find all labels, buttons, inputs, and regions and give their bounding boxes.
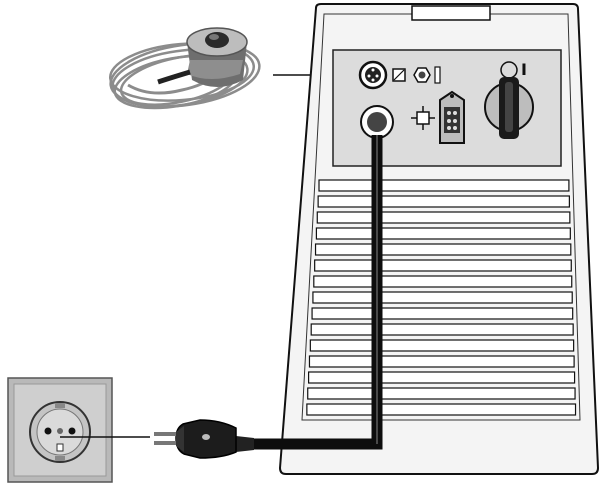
vent-slot bbox=[314, 243, 572, 256]
vent-slot bbox=[312, 291, 573, 304]
vent-slot bbox=[316, 211, 571, 224]
cooling-vents bbox=[306, 179, 577, 416]
carry-handle bbox=[411, 5, 491, 21]
gas-connector-icon bbox=[413, 67, 431, 83]
vent-slot bbox=[308, 355, 575, 368]
cable-icon bbox=[254, 135, 383, 450]
vent-slot bbox=[306, 403, 577, 416]
vent-slot bbox=[310, 323, 574, 336]
vent-slot bbox=[315, 227, 571, 240]
vent-slot bbox=[317, 195, 570, 208]
vent-slot bbox=[307, 387, 576, 400]
cable-entry-icon bbox=[360, 105, 394, 139]
welding-unit-icon bbox=[278, 3, 600, 475]
vent-slot bbox=[318, 179, 570, 192]
control-symbol-icon bbox=[392, 68, 406, 82]
indicator-slot-icon bbox=[434, 66, 441, 84]
vent-slot bbox=[308, 371, 576, 384]
vent-slot bbox=[309, 339, 575, 352]
remote-control-icon bbox=[108, 27, 261, 110]
remote-socket-icon bbox=[358, 60, 388, 90]
vent-slot bbox=[313, 275, 573, 288]
vent-slot bbox=[314, 259, 572, 272]
wall-socket-icon bbox=[7, 377, 113, 483]
vent-slot bbox=[311, 307, 574, 320]
remote-control-housing bbox=[157, 27, 248, 87]
coolant-symbol-icon bbox=[411, 106, 435, 130]
schuko-plug-icon bbox=[154, 419, 254, 459]
coolant-connector-icon bbox=[439, 90, 465, 144]
rotary-switch-icon bbox=[484, 61, 534, 139]
